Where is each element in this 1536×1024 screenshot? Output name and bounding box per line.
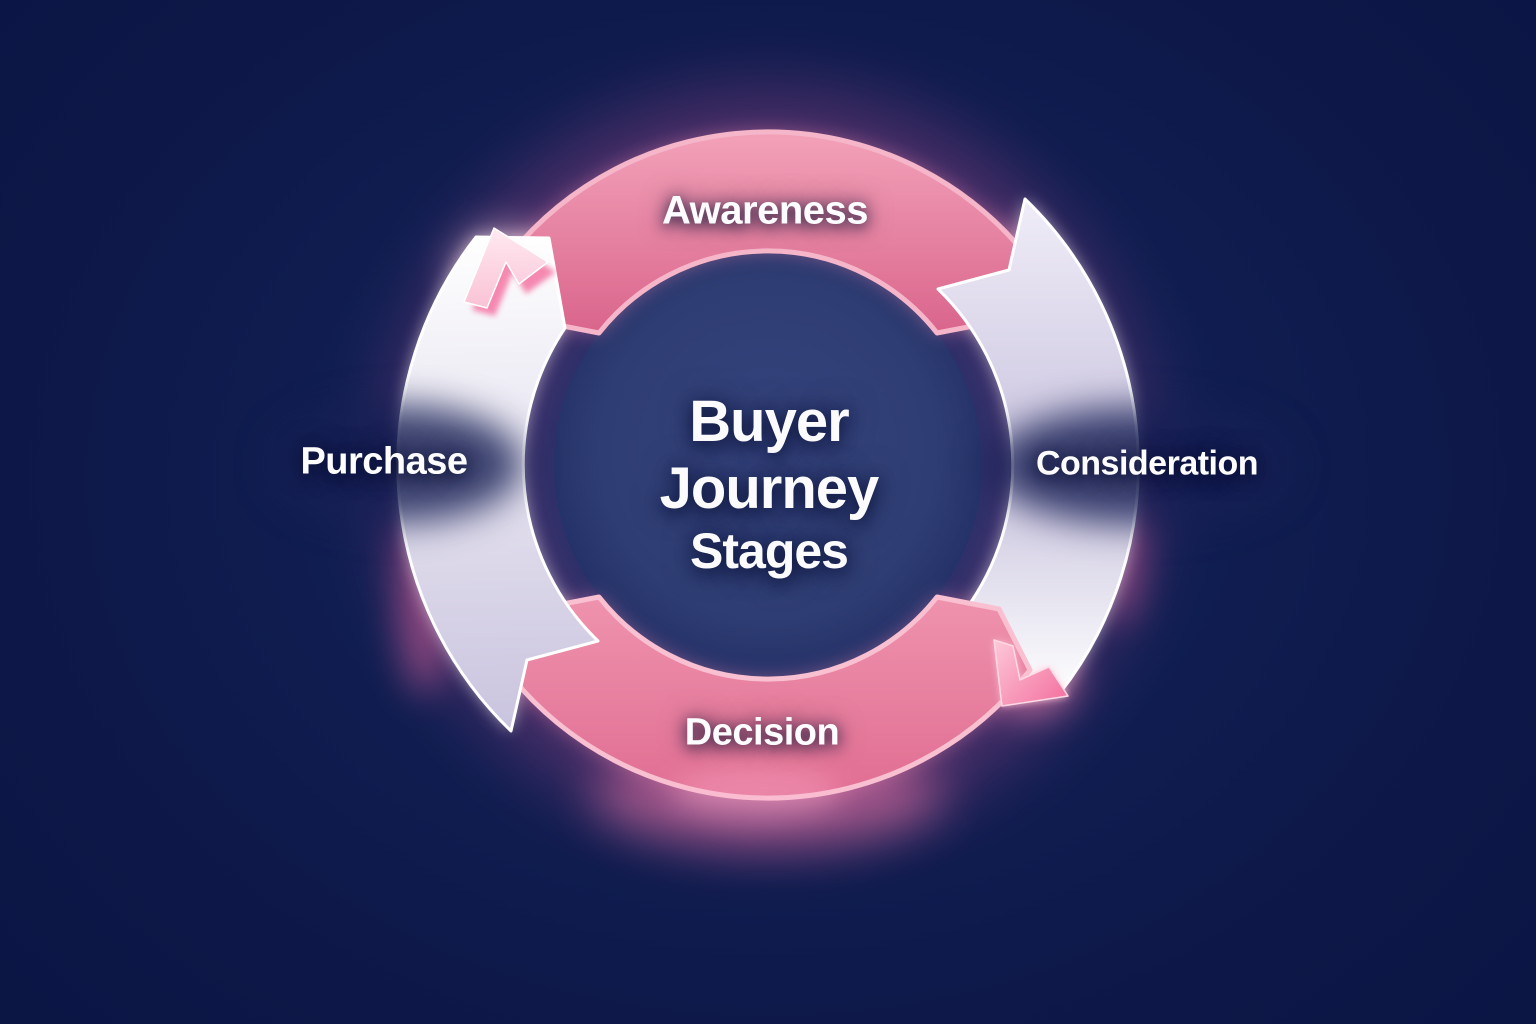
flow-chevron-top-left xyxy=(463,227,549,309)
center-title-line-2: Journey xyxy=(659,456,880,521)
center-title: Buyer Journey Stages xyxy=(659,388,880,580)
bottom-bloom-front xyxy=(671,767,841,819)
center-title-line-1: Buyer xyxy=(689,389,849,454)
center-title-line-3: Stages xyxy=(690,523,849,579)
flow-chevron-top-left-glow xyxy=(472,238,556,316)
label-backdrop-consideration xyxy=(989,407,1291,525)
stage-label-awareness: Awareness xyxy=(661,188,869,233)
stage-label-decision: Decision xyxy=(684,711,840,754)
stage-label-purchase: Purchase xyxy=(300,440,468,483)
flow-chevron-bottom-right xyxy=(993,639,1069,707)
inner-disc xyxy=(554,251,982,679)
stage-label-consideration: Consideration xyxy=(1035,444,1259,483)
label-backdrop-purchase xyxy=(273,405,523,523)
